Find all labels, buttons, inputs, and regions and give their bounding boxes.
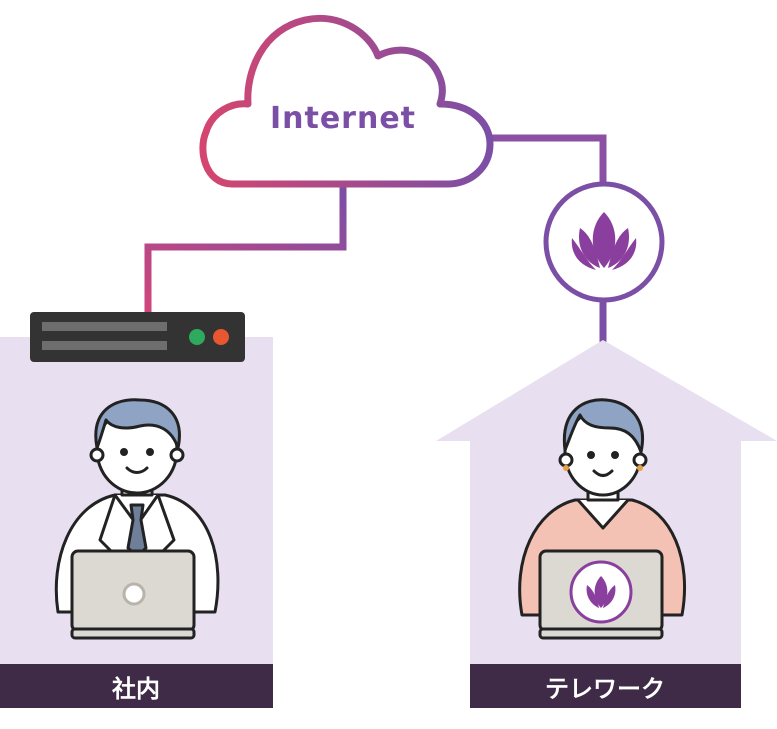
office-connection-line	[144, 186, 347, 312]
home-label-bar	[470, 664, 741, 708]
office-laptop-icon	[70, 549, 196, 640]
office-label-bar	[0, 664, 273, 708]
teleworker-icon	[518, 398, 687, 617]
home-connection-line-upper	[490, 134, 607, 183]
server-icon	[30, 312, 245, 362]
laptop-lotus-icon	[569, 560, 633, 624]
lotus-icon	[571, 212, 637, 270]
connection-lines	[144, 134, 607, 342]
office-label: 社内	[112, 675, 160, 703]
office-panel: 社内	[0, 312, 273, 708]
home-panel: テレワーク	[436, 340, 777, 708]
cloud-label: Internet	[270, 101, 416, 136]
cloud-icon: Internet	[199, 14, 494, 188]
vpn-node	[543, 181, 665, 303]
home-label: テレワーク	[545, 675, 665, 703]
